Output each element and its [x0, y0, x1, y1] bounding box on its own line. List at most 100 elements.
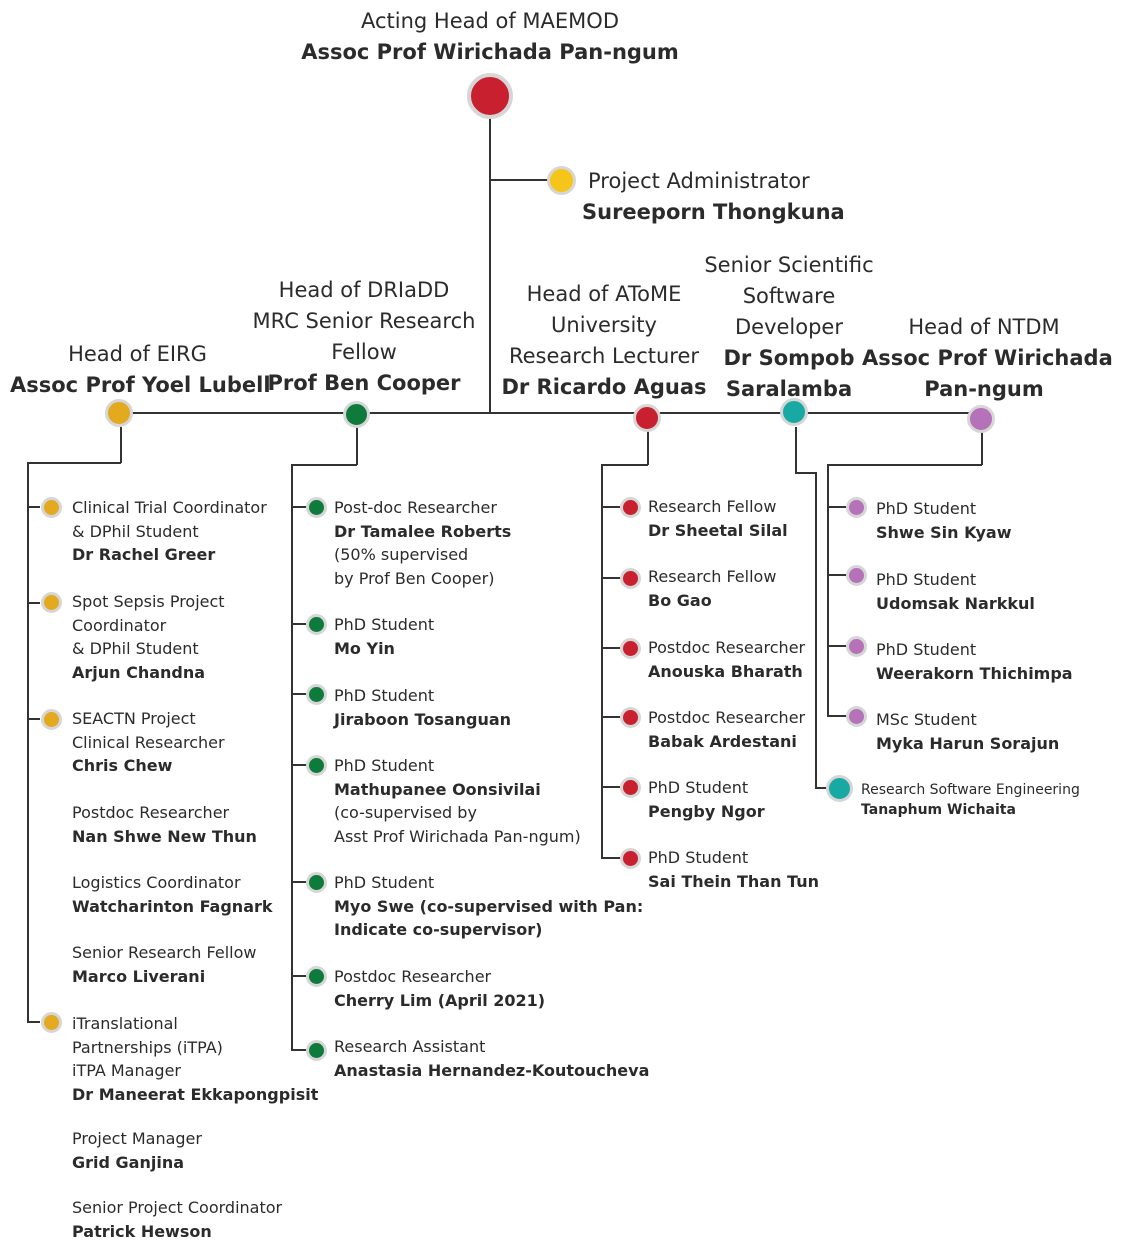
atome-member-5: PhD Student Pengby Ngor	[648, 776, 765, 823]
sssd-head-role-1: Senior Scientific	[704, 253, 874, 277]
member-role: Logistics Coordinator	[72, 873, 241, 892]
member-note: (co-supervised by	[334, 803, 477, 822]
rse-label: Research Software Engineering Tanaphum W…	[861, 780, 1080, 820]
ntdm-member-1: PhD Student Shwe Sin Kyaw	[876, 497, 1011, 544]
atome-member-3-node	[620, 638, 641, 659]
atome-head-node	[633, 404, 661, 432]
eirg-head-node	[105, 399, 133, 427]
member-name: Dr Maneerat Ekkapongpisit	[72, 1084, 319, 1104]
member-name: Myo Swe (co-supervised with Pan:	[334, 896, 644, 916]
driadd-head-label: Head of DRIaDD MRC Senior Research Fello…	[244, 275, 484, 399]
rse-node	[826, 775, 853, 802]
ntdm-group-line	[827, 464, 982, 717]
atome-member-1: Research Fellow Dr Sheetal Silal	[648, 495, 788, 542]
member-role: PhD Student	[334, 686, 435, 705]
atome-member-6-node	[620, 848, 641, 869]
member-name: Dr Rachel Greer	[72, 545, 216, 564]
driadd-member-1: Post-doc Researcher Dr Tamalee Roberts (…	[334, 496, 511, 590]
member-role: Research Assistant	[334, 1037, 486, 1056]
admin-role: Project Administrator	[588, 169, 810, 193]
sssd-head-label: Senior Scientific Software Developer Dr …	[695, 250, 883, 405]
sssd-head-name-1: Dr Sompob	[723, 346, 855, 370]
driadd-member-2-node	[306, 614, 327, 635]
member-role: PhD Student	[334, 615, 435, 634]
top-head-label: Acting Head of MAEMOD Assoc Prof Wiricha…	[290, 6, 690, 68]
eirg-member-5: Logistics Coordinator Watcharinton Fagna…	[72, 871, 273, 918]
member-name: Bo Gao	[648, 590, 712, 610]
atome-group-line	[601, 464, 648, 859]
admin-name: Sureeporn Thongkuna	[582, 200, 845, 224]
member-name: Shwe Sin Kyaw	[876, 522, 1012, 542]
sssd-head-role-2: Software	[742, 284, 836, 308]
member-role: Research Fellow	[648, 567, 777, 586]
driadd-member-7: Research Assistant Anastasia Hernandez-K…	[334, 1035, 649, 1082]
member-role: Postdoc Researcher	[648, 638, 806, 657]
member-role: iTranslational	[72, 1014, 178, 1033]
admin-node	[547, 166, 576, 195]
ntdm-head-name-1: Assoc Prof Wirichada	[862, 346, 1113, 370]
member-name: Sai Thein Than Tun	[648, 871, 819, 891]
member-role: SEACTN Project	[72, 709, 196, 728]
ntdm-head-name-2: Pan-ngum	[924, 377, 1044, 401]
member-role: Clinical Trial Coordinator	[72, 498, 267, 517]
atome-member-4: Postdoc Researcher Babak Ardestani	[648, 706, 805, 753]
member-name: Myka Harun Sorajun	[876, 733, 1060, 753]
top-head-node	[467, 73, 513, 119]
member-name: Udomsak Narkkul	[876, 593, 1035, 613]
member-name: Nan Shwe New Thun	[72, 826, 257, 846]
driadd-member-3-node	[306, 684, 327, 705]
driadd-head-node	[343, 401, 370, 428]
member-role: PhD Student	[648, 778, 749, 797]
atome-member-1-node	[620, 497, 641, 518]
eirg-member-6: Senior Research Fellow Marco Liverani	[72, 941, 256, 988]
driadd-member-7-node	[306, 1040, 327, 1061]
driadd-member-3: PhD Student Jiraboon Tosanguan	[334, 684, 511, 731]
eirg-member-3: SEACTN Project Clinical Researcher Chris…	[72, 707, 225, 778]
member-role: PhD Student	[648, 848, 749, 867]
member-name: Indicate co-supervisor)	[334, 920, 543, 939]
driadd-member-4: PhD Student Mathupanee Oonsivilai (co-su…	[334, 754, 581, 848]
eirg-member-8: Project Manager Grid Ganjina	[72, 1127, 202, 1174]
atome-member-3: Postdoc Researcher Anouska Bharath	[648, 636, 805, 683]
member-role: Postdoc Researcher	[72, 803, 230, 822]
member-role: & DPhil Student	[72, 639, 199, 658]
member-role: Coordinator	[72, 615, 167, 635]
sssd-head-name-2: Saralamba	[725, 377, 853, 401]
member-name: Arjun Chandna	[72, 662, 206, 682]
top-head-role: Acting Head of MAEMOD	[361, 9, 619, 33]
member-role: Clinical Researcher	[72, 732, 225, 752]
admin-label: Project Administrator Sureeporn Thongkun…	[582, 166, 845, 228]
eirg-member-3-node	[41, 709, 62, 730]
driadd-member-1-node	[306, 497, 327, 518]
sssd-head-role-3: Developer	[734, 315, 843, 339]
member-role: Senior Project Coordinator	[72, 1198, 283, 1217]
driadd-member-4-node	[306, 755, 327, 776]
member-role: Postdoc Researcher	[334, 967, 492, 986]
member-note: by Prof Ben Cooper)	[334, 568, 495, 588]
member-role: PhD Student	[876, 640, 977, 659]
member-name: Marco Liverani	[72, 966, 206, 986]
member-name: Anastasia Hernandez-Koutoucheva	[334, 1060, 650, 1080]
driadd-member-2: PhD Student Mo Yin	[334, 613, 434, 660]
driadd-member-5-node	[306, 872, 327, 893]
ntdm-head-label: Head of NTDM Assoc Prof Wirichada Pan-ng…	[862, 312, 1113, 405]
member-role: Postdoc Researcher	[648, 708, 806, 727]
sssd-group-line	[795, 427, 826, 789]
ntdm-member-1-node	[846, 497, 867, 518]
eirg-group-line	[27, 462, 121, 1023]
eirg-member-9: Senior Project Coordinator Patrick Hewso…	[72, 1196, 282, 1243]
member-role: PhD Student	[876, 499, 977, 518]
member-name: Jiraboon Tosanguan	[334, 709, 512, 729]
eirg-member-1: Clinical Trial Coordinator & DPhil Stude…	[72, 496, 267, 567]
member-role: Project Manager	[72, 1129, 202, 1148]
eirg-member-2: Spot Sepsis Project Coordinator & DPhil …	[72, 590, 225, 684]
eirg-head-name: Assoc Prof Yoel Lubell	[10, 373, 271, 397]
member-role: iTPA Manager	[72, 1061, 182, 1080]
member-name: Babak Ardestani	[648, 731, 797, 751]
atome-member-6: PhD Student Sai Thein Than Tun	[648, 846, 819, 893]
ntdm-member-3-node	[846, 636, 867, 657]
sssd-head-node	[780, 398, 808, 426]
eirg-member-7-node	[41, 1012, 62, 1033]
member-name: Watcharinton Fagnark	[72, 896, 273, 916]
